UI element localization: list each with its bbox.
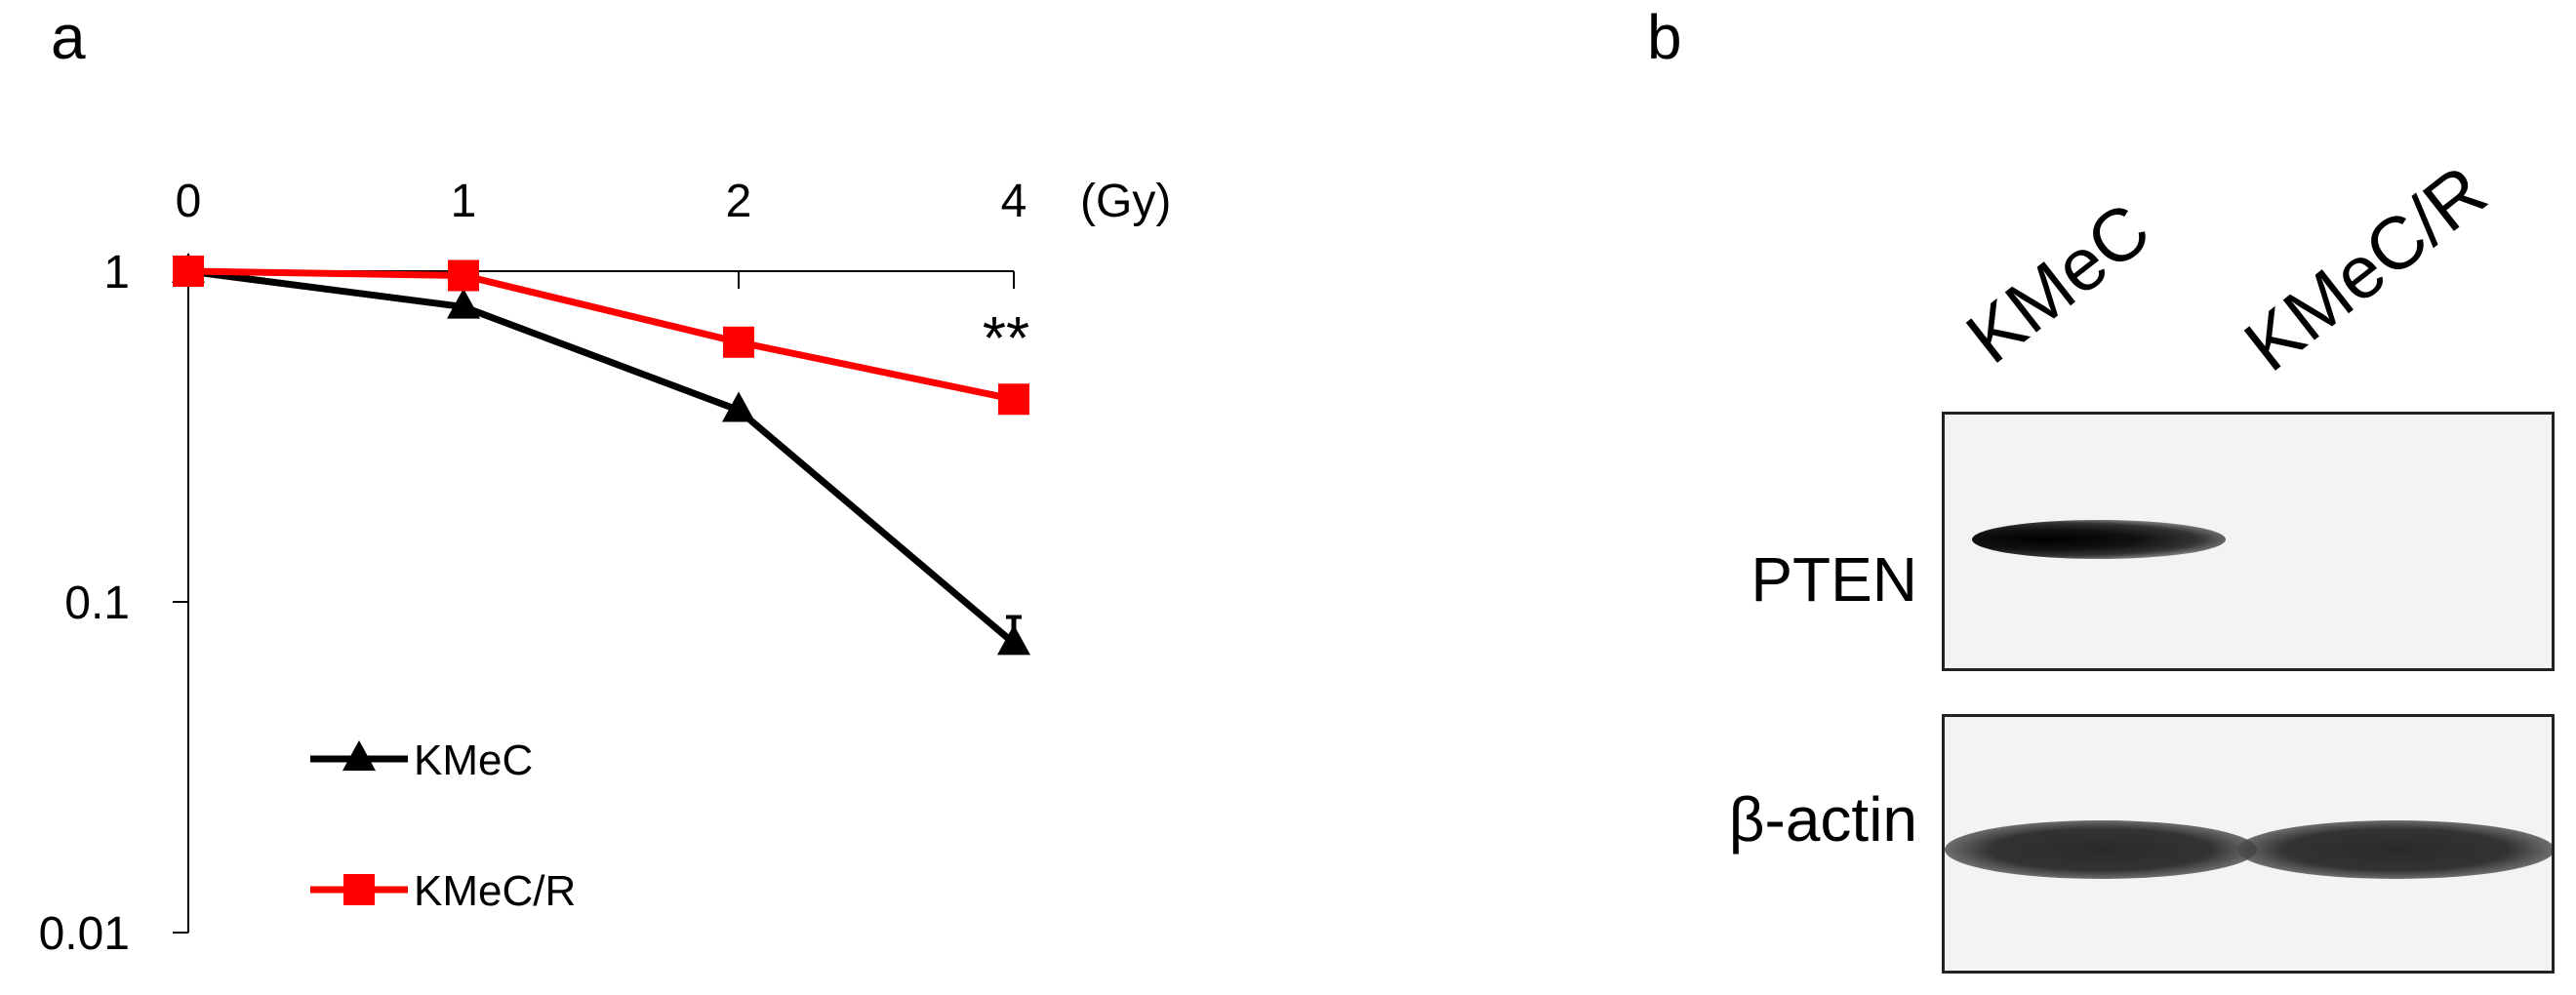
legend-marker-kmec bbox=[342, 740, 376, 771]
legend-label: KMeC/R bbox=[414, 867, 576, 915]
blot-actin bbox=[1942, 714, 2555, 974]
band-actin-kmec-r bbox=[2237, 820, 2552, 879]
data-point-kmec bbox=[447, 288, 480, 319]
series-line-kmec bbox=[187, 267, 1017, 647]
data-point-kmec-r bbox=[448, 259, 479, 292]
data-point-kmec-r bbox=[723, 326, 754, 358]
data-point-kmec bbox=[722, 391, 755, 422]
data-point-kmec-r bbox=[998, 383, 1029, 416]
blot-row-label-actin: β-actin bbox=[1728, 784, 1917, 855]
x-tick-label: 0 bbox=[176, 176, 202, 227]
panel-a-label: a bbox=[51, 2, 86, 72]
x-unit-label: (Gy) bbox=[1080, 176, 1171, 227]
x-tick-label: 4 bbox=[1001, 176, 1027, 227]
legend-label: KMeC bbox=[414, 736, 533, 784]
lane-label-kmec: KMeC bbox=[1952, 187, 2165, 380]
panel-b-label: b bbox=[1647, 2, 1682, 72]
x-tick-label: 2 bbox=[726, 176, 752, 227]
x-tick-label: 1 bbox=[451, 176, 477, 227]
data-point-kmec bbox=[997, 624, 1030, 656]
blot-pten bbox=[1942, 412, 2555, 671]
significance-marker: ** bbox=[983, 305, 1029, 373]
series-line-kmec-r bbox=[187, 267, 1015, 403]
y-tick-label: 0.1 bbox=[64, 577, 130, 629]
y-tick-label: 1 bbox=[103, 247, 130, 298]
blot-row-label-pten: PTEN bbox=[1751, 544, 1917, 615]
lane-label-kmec-r: KMeC/R bbox=[2230, 149, 2502, 388]
band-pten-kmec bbox=[1972, 520, 2226, 559]
legend-marker-kmec-r bbox=[343, 874, 375, 905]
band-actin-kmec bbox=[1945, 820, 2257, 879]
data-point-kmec-r bbox=[173, 256, 204, 287]
y-tick-label: 0.01 bbox=[39, 908, 130, 960]
